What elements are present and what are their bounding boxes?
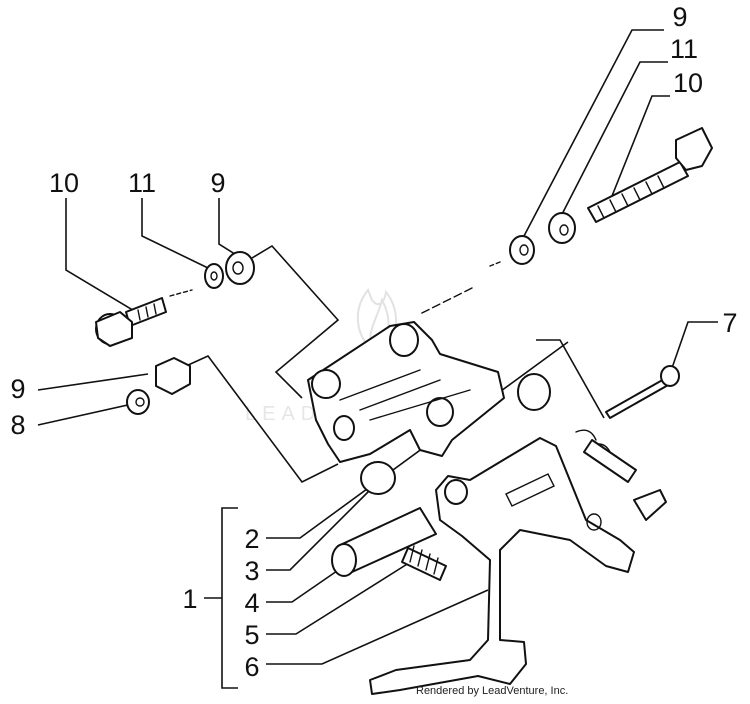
callout-8-side: 8 <box>10 410 25 440</box>
render-credit: Rendered by LeadVenture, Inc. <box>416 685 568 697</box>
axis-dash <box>419 287 473 315</box>
pin <box>605 365 680 419</box>
callout-9-side: 9 <box>10 374 25 404</box>
pivot-tube <box>331 507 437 577</box>
spring-right <box>575 429 637 483</box>
callout-3: 3 <box>244 556 259 586</box>
callout-9-left: 9 <box>210 168 225 198</box>
bolt-left <box>95 289 193 347</box>
callout-11-top-right: 11 <box>670 34 698 64</box>
callout-4: 4 <box>244 588 259 618</box>
center-stand <box>369 437 667 695</box>
callout-labels: 9 11 10 10 11 9 9 8 7 2 3 4 5 6 1 <box>10 2 737 682</box>
callout-1: 1 <box>182 584 197 614</box>
mount-bracket <box>307 321 505 463</box>
leader-lines <box>37 29 718 689</box>
rubber-bushing-2 <box>517 373 551 411</box>
callout-7: 7 <box>722 308 737 338</box>
nut-and-washer <box>126 357 191 415</box>
callout-11-left: 11 <box>128 168 156 198</box>
callout-9-top-right: 9 <box>672 2 687 32</box>
washers-left <box>204 251 255 289</box>
spring-lower <box>401 545 447 581</box>
callout-2: 2 <box>244 524 259 554</box>
callout-6: 6 <box>244 652 259 682</box>
rubber-bushing <box>360 461 396 495</box>
callout-10-left: 10 <box>49 168 79 198</box>
bolt-right <box>587 127 713 223</box>
washers-right <box>489 212 576 267</box>
callout-5: 5 <box>244 620 259 650</box>
callout-10-top-right: 10 <box>673 68 703 98</box>
